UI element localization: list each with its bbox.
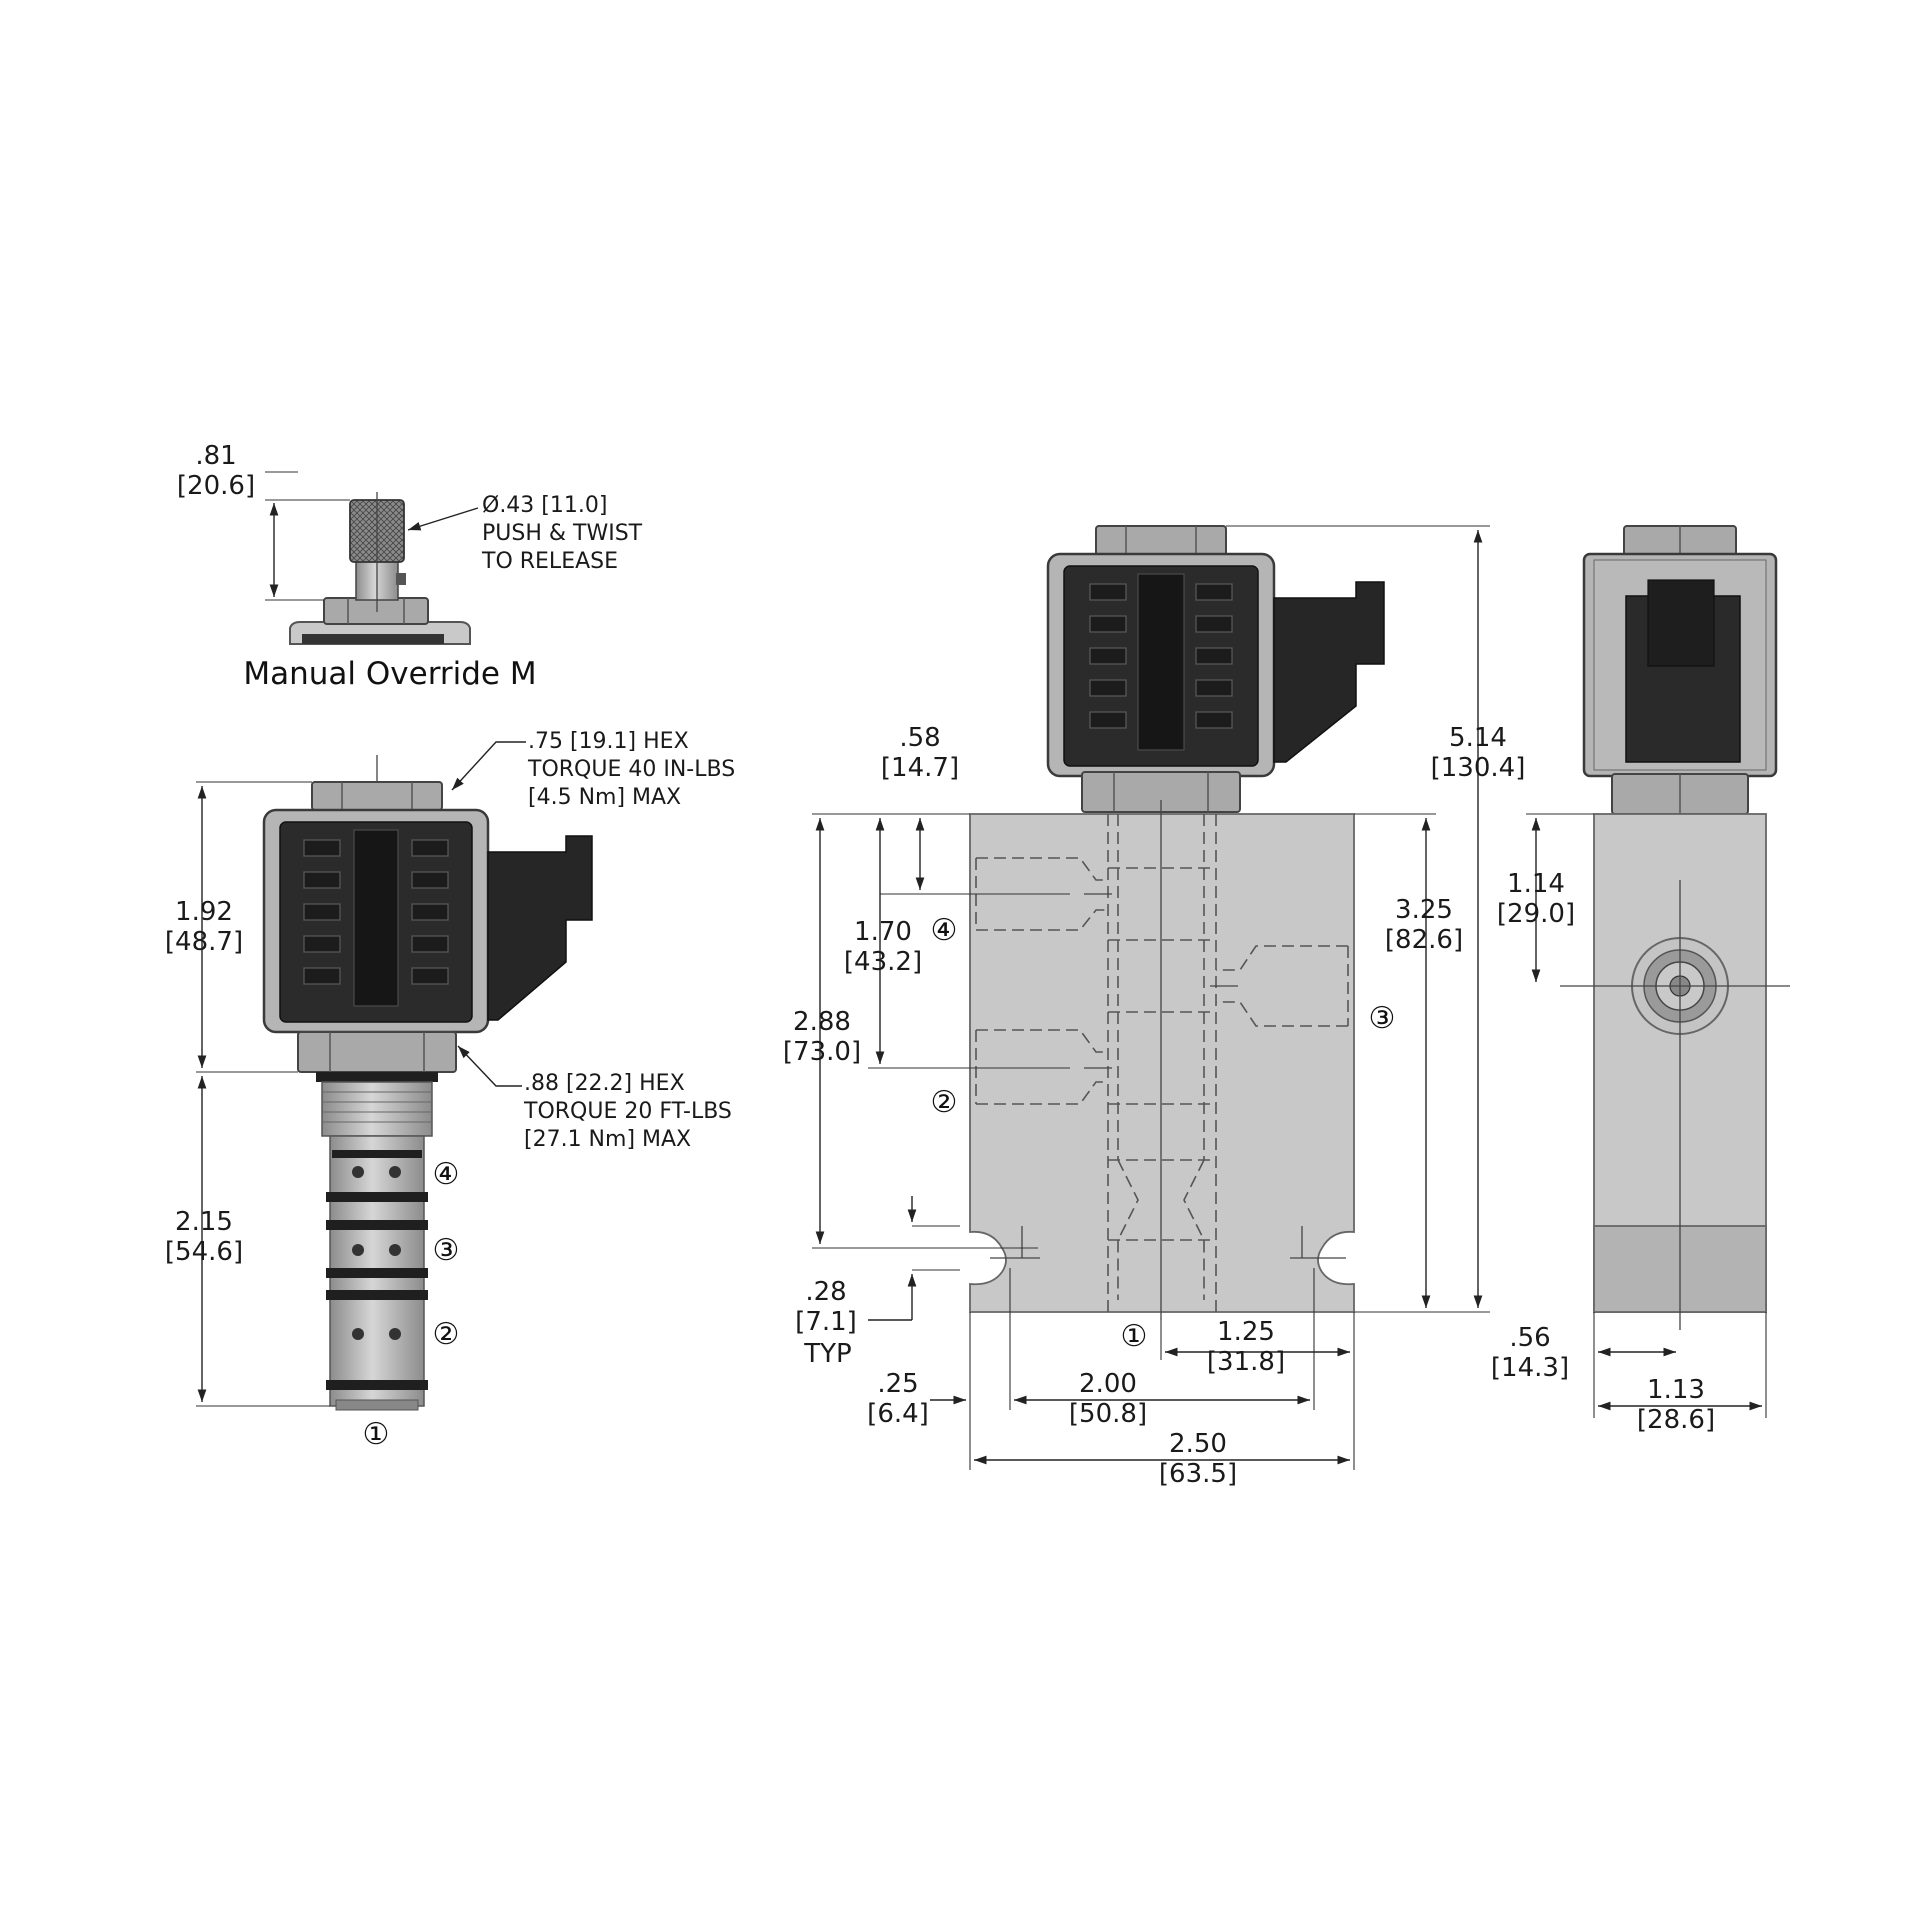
dim-058-mm: [14.7] bbox=[881, 753, 959, 783]
front-view: .58 [14.7] 1.70 [43.2] 2.88 [73.0] .28 [… bbox=[783, 525, 1526, 1489]
front-top-hex bbox=[1095, 525, 1227, 557]
dim-028-mm: [7.1] bbox=[795, 1307, 857, 1337]
dim-200-mm: [50.8] bbox=[1069, 1399, 1147, 1429]
cartridge-length-in: 2.15 bbox=[175, 1207, 233, 1237]
dim-114-in: 1.14 bbox=[1507, 869, 1565, 899]
dim-170-mm: [43.2] bbox=[844, 947, 922, 977]
cartridge-port-4: ④ bbox=[433, 1157, 460, 1192]
side-view: 1.14 [29.0] .56 [14.3] 1.13 [28.6] bbox=[1491, 525, 1790, 1435]
cartridge-port-holes bbox=[352, 1166, 401, 1340]
dim-056-in: .56 bbox=[1509, 1323, 1550, 1353]
override-title: Manual Override M bbox=[243, 656, 536, 692]
dim-514-mm: [130.4] bbox=[1431, 753, 1526, 783]
dim-058-in: .58 bbox=[899, 723, 940, 753]
cartridge-connector bbox=[487, 835, 593, 1021]
front-port-2: ② bbox=[931, 1085, 958, 1120]
dim-250-in: 2.50 bbox=[1169, 1429, 1227, 1459]
dim-025-in: .25 bbox=[877, 1369, 918, 1399]
front-hidden-lines bbox=[975, 814, 1349, 1312]
dim-325-in: 3.25 bbox=[1395, 895, 1453, 925]
dim-514-in: 5.14 bbox=[1449, 723, 1507, 753]
bottom-hex-note-2: TORQUE 20 FT-LBS bbox=[523, 1099, 732, 1124]
dim-325-mm: [82.6] bbox=[1385, 925, 1463, 955]
coil-height-in: 1.92 bbox=[175, 897, 233, 927]
dim-113-in: 1.13 bbox=[1647, 1375, 1705, 1405]
dim-170-in: 1.70 bbox=[854, 917, 912, 947]
bottom-hex-note-1: .88 [22.2] HEX bbox=[524, 1071, 685, 1096]
dim-113-mm: [28.6] bbox=[1637, 1405, 1715, 1435]
top-hex-note-2: TORQUE 40 IN-LBS bbox=[527, 757, 735, 782]
override-note-push: PUSH & TWIST bbox=[482, 521, 643, 546]
manual-override-view: .81 [20.6] Ø.43 [11.0] PUSH & TWIST TO R… bbox=[177, 441, 643, 692]
cartridge-port-1: ① bbox=[363, 1417, 390, 1452]
top-hex-note-3: [4.5 Nm] MAX bbox=[528, 785, 681, 810]
coil-height-mm: [48.7] bbox=[165, 927, 243, 957]
dim-056-mm: [14.3] bbox=[1491, 1353, 1569, 1383]
override-height-in: .81 bbox=[195, 441, 236, 471]
top-hex-note-1: .75 [19.1] HEX bbox=[528, 729, 689, 754]
front-port-1: ① bbox=[1121, 1319, 1148, 1354]
front-connector bbox=[1273, 581, 1385, 763]
dim-125-in: 1.25 bbox=[1217, 1317, 1275, 1347]
cartridge-view: 1.92 [48.7] 2.15 [54.6] .75 [19.1] HEX T… bbox=[165, 729, 735, 1452]
cartridge-thread bbox=[321, 1081, 433, 1137]
bottom-hex-note-3: [27.1 Nm] MAX bbox=[524, 1127, 691, 1152]
override-pin bbox=[396, 573, 406, 585]
dim-028-typ: TYP bbox=[803, 1339, 851, 1369]
cartridge-port-3: ③ bbox=[433, 1233, 460, 1268]
override-height-mm: [20.6] bbox=[177, 471, 255, 501]
cartridge-port-2: ② bbox=[433, 1317, 460, 1352]
override-base-seal bbox=[302, 634, 444, 644]
dim-200-in: 2.00 bbox=[1079, 1369, 1137, 1399]
dim-125-mm: [31.8] bbox=[1207, 1347, 1285, 1377]
override-note-diameter: Ø.43 [11.0] bbox=[482, 493, 607, 518]
cartridge-top-hex bbox=[311, 781, 443, 811]
front-port-4: ④ bbox=[931, 913, 958, 948]
dim-114-mm: [29.0] bbox=[1497, 899, 1575, 929]
dim-028-in: .28 bbox=[805, 1277, 846, 1307]
override-hex-nut bbox=[323, 597, 429, 625]
dim-250-mm: [63.5] bbox=[1159, 1459, 1237, 1489]
cartridge-length-mm: [54.6] bbox=[165, 1237, 243, 1267]
front-port-3: ③ bbox=[1369, 1001, 1396, 1036]
front-coil-slots bbox=[1089, 583, 1233, 729]
dim-288-mm: [73.0] bbox=[783, 1037, 861, 1067]
manifold-block bbox=[969, 813, 1355, 1313]
dim-288-in: 2.88 bbox=[793, 1007, 851, 1037]
cartridge-bottom-hex bbox=[297, 1031, 457, 1073]
dim-025-mm: [6.4] bbox=[867, 1399, 929, 1429]
cartridge-coil-slots bbox=[303, 839, 449, 985]
override-note-release: TO RELEASE bbox=[481, 549, 618, 574]
